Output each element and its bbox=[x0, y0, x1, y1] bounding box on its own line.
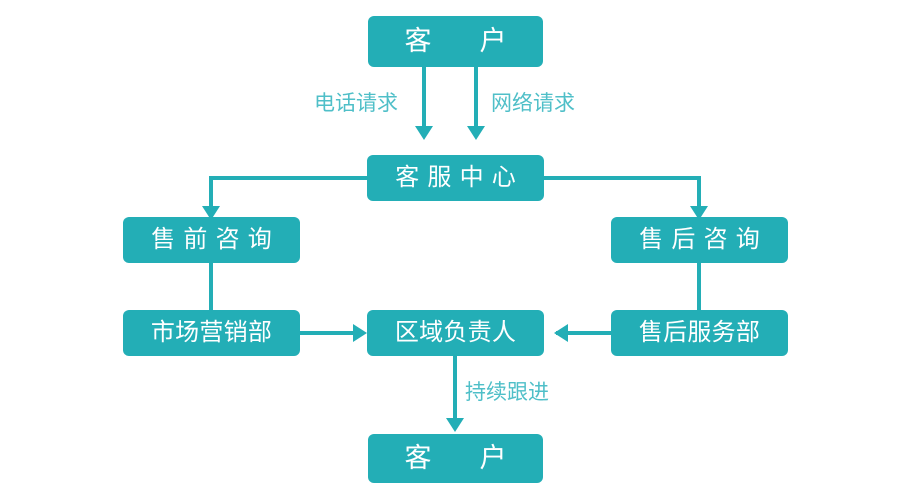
node-presale-consult-label: 售前咨询 bbox=[151, 226, 280, 253]
connector-customer-to-center-network bbox=[474, 66, 478, 128]
edge-label-follow-up: 持续跟进 bbox=[465, 381, 549, 404]
arrowhead-center-to-aftersale bbox=[690, 206, 708, 220]
connector-marketing-to-regional bbox=[300, 331, 355, 335]
node-regional-manager-label: 区域负责人 bbox=[394, 319, 517, 346]
arrowhead-service-dept-to-regional bbox=[554, 324, 568, 342]
connector-center-to-presale-vertical bbox=[209, 176, 213, 209]
connector-regional-to-customer bbox=[453, 355, 457, 420]
node-marketing-dept-label: 市场营销部 bbox=[150, 319, 273, 346]
node-presale-consult[interactable]: 售前咨询 bbox=[123, 217, 300, 263]
connector-center-to-aftersale-horizontal bbox=[539, 176, 701, 180]
node-customer-bottom[interactable]: 客 户 bbox=[368, 434, 543, 483]
arrowhead-customer-to-center-phone bbox=[415, 126, 433, 140]
arrowhead-regional-to-customer bbox=[446, 418, 464, 432]
node-service-center[interactable]: 客服中心 bbox=[367, 155, 544, 201]
arrowhead-marketing-to-regional bbox=[353, 324, 367, 342]
node-aftersale-dept-label: 售后服务部 bbox=[638, 319, 761, 346]
node-regional-manager[interactable]: 区域负责人 bbox=[367, 310, 544, 356]
node-aftersale-dept[interactable]: 售后服务部 bbox=[611, 310, 788, 356]
arrowhead-center-to-presale bbox=[202, 206, 220, 220]
connector-aftersale-to-service-dept bbox=[697, 263, 701, 311]
edge-label-network-request: 网络请求 bbox=[491, 92, 575, 115]
node-aftersale-consult[interactable]: 售后咨询 bbox=[611, 217, 788, 263]
node-service-center-label: 客服中心 bbox=[395, 164, 524, 191]
node-customer-bottom-label: 客 户 bbox=[404, 443, 527, 473]
connector-customer-to-center-phone bbox=[422, 66, 426, 128]
node-aftersale-consult-label: 售后咨询 bbox=[639, 226, 768, 253]
arrowhead-customer-to-center-network bbox=[467, 126, 485, 140]
node-customer-top-label: 客 户 bbox=[404, 26, 527, 56]
node-customer-top[interactable]: 客 户 bbox=[368, 16, 543, 67]
edge-label-phone-request: 电话请求 bbox=[314, 92, 398, 115]
connector-center-to-aftersale-vertical bbox=[697, 176, 701, 209]
node-marketing-dept[interactable]: 市场营销部 bbox=[123, 310, 300, 356]
connector-center-to-presale-horizontal bbox=[209, 176, 371, 180]
connector-presale-to-marketing bbox=[209, 263, 213, 311]
connector-service-dept-to-regional bbox=[556, 331, 612, 335]
